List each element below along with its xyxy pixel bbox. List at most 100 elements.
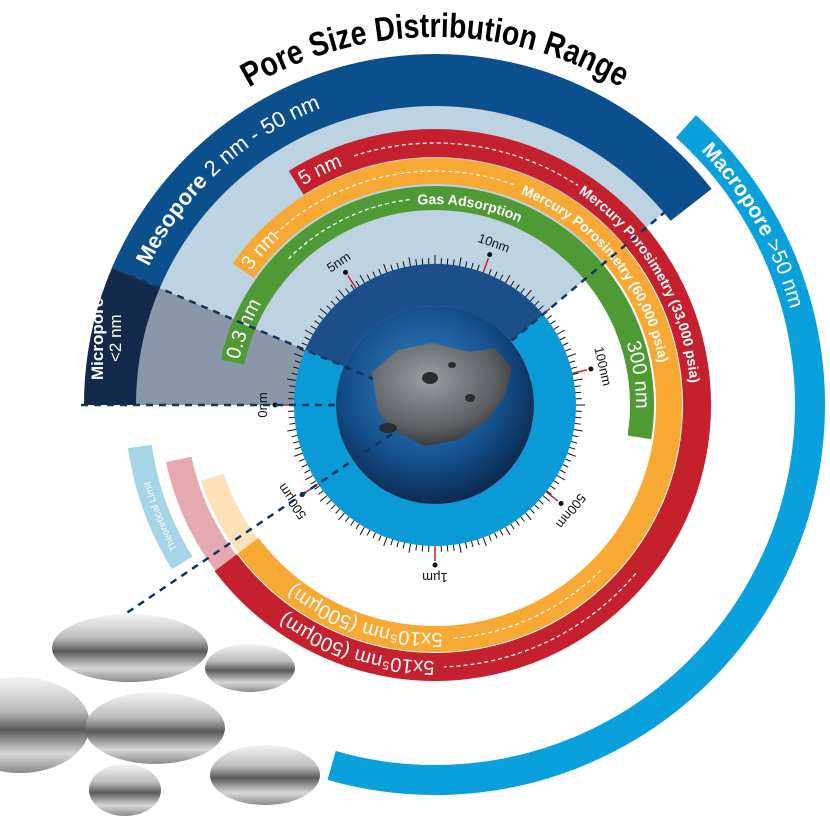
- scale-tick: [298, 348, 305, 352]
- scale-tick: [287, 378, 297, 382]
- rock-pores: [379, 362, 475, 433]
- scale-tick: [338, 512, 345, 521]
- scale-dot: [558, 501, 564, 507]
- rock-sample-image: [372, 343, 512, 446]
- scale-tick: [525, 512, 532, 521]
- scale-tick: [330, 300, 336, 306]
- scale-tick: [366, 274, 371, 281]
- scale-tick: [515, 284, 520, 290]
- scale-dot: [487, 252, 493, 258]
- scale-tick: [465, 542, 468, 549]
- scale-tick: [304, 469, 311, 474]
- scale-major-tick: [347, 275, 357, 289]
- scale-tick: [505, 526, 511, 536]
- scale-tick: [499, 529, 504, 536]
- micropore-range: <2 nm: [106, 314, 125, 362]
- scale-tick: [294, 446, 301, 450]
- scale-tick: [421, 545, 424, 552]
- scale-tick: [488, 268, 492, 275]
- scale-tick: [350, 284, 355, 290]
- scale-tick: [510, 280, 515, 287]
- mercury-60000-dashes: [274, 170, 516, 235]
- mercury-33000-dashes: [353, 142, 579, 186]
- scale-tick: [359, 274, 365, 284]
- scale-tick: [567, 452, 577, 457]
- scale-tick: [446, 258, 449, 265]
- scale-tick: [359, 526, 365, 536]
- scale-tick: [452, 544, 455, 551]
- scale-tick: [298, 458, 305, 462]
- scale-tick: [415, 259, 418, 266]
- scale-tick: [525, 289, 532, 298]
- scale-tick: [372, 532, 376, 539]
- scale-tick: [571, 441, 578, 444]
- scale-tick: [378, 268, 382, 275]
- scale-ticks: [285, 255, 585, 555]
- scale-tick: [291, 372, 298, 375]
- micropore-name: Micropore: [88, 298, 107, 380]
- scale-tick: [301, 464, 308, 468]
- scale-tick: [318, 490, 324, 495]
- scale-label: 1µm: [422, 570, 448, 585]
- scale-tick: [289, 385, 296, 388]
- scale-tick: [565, 458, 572, 462]
- scale-tick: [301, 342, 308, 346]
- scale-tick: [499, 274, 504, 281]
- scale-tick: [573, 428, 583, 432]
- mesopore-ring-segment: [305, 264, 543, 367]
- scale-tick: [310, 480, 317, 485]
- scale-tick: [319, 495, 328, 502]
- scale-tick: [546, 490, 552, 495]
- scale-tick: [293, 353, 303, 358]
- scale-tick: [465, 261, 468, 268]
- gas-adsorption-band: [220, 186, 654, 440]
- scale-tick: [573, 378, 583, 382]
- scale-tick: [559, 469, 566, 474]
- scale-major-tick: [545, 491, 559, 502]
- scale-tick: [550, 485, 556, 490]
- mercury-60000-band: [232, 158, 682, 652]
- scale-tick: [355, 523, 360, 530]
- scale-tick: [510, 523, 515, 530]
- scale-tick: [287, 428, 297, 432]
- scale-tick: [345, 288, 350, 294]
- scale-label: 500nm: [553, 491, 589, 532]
- scale-tick: [396, 262, 399, 269]
- scale-tick: [476, 539, 480, 546]
- scale-tick: [571, 366, 578, 369]
- scale-tick: [402, 261, 405, 268]
- scale-tick: [471, 262, 474, 269]
- scale-tick: [534, 300, 540, 306]
- scale-tick: [569, 360, 576, 364]
- scale-tick: [335, 296, 341, 302]
- scale-tick: [366, 529, 371, 536]
- scale-tick: [390, 539, 394, 546]
- scale-tick: [553, 325, 560, 330]
- scale-tick: [550, 320, 556, 325]
- scale-tick: [562, 464, 569, 468]
- mercury-33000-faded-end: [166, 456, 239, 575]
- scale-tick: [482, 537, 487, 547]
- scale-tick: [383, 537, 388, 547]
- scale-tick: [314, 485, 320, 490]
- scale-dot: [343, 269, 349, 275]
- scale-tick: [529, 296, 535, 302]
- scale-tick: [494, 532, 498, 539]
- scale-tick: [559, 336, 566, 341]
- scale-tick: [458, 543, 462, 553]
- scale-major-tick: [482, 258, 490, 273]
- scale-tick: [288, 391, 295, 394]
- scale-tick: [567, 353, 577, 358]
- scale-tick: [446, 545, 449, 552]
- scale-tick: [471, 541, 474, 548]
- boundary-line: [106, 403, 436, 627]
- scale-tick: [452, 259, 455, 266]
- scale-tick: [350, 520, 355, 526]
- scale-tick: [402, 542, 405, 549]
- scale-tick: [304, 336, 311, 341]
- scale-tick: [293, 452, 303, 457]
- scale-tick: [529, 508, 535, 514]
- scale-tick: [562, 342, 569, 346]
- scale-tick: [292, 441, 299, 444]
- scale-tick: [494, 271, 498, 278]
